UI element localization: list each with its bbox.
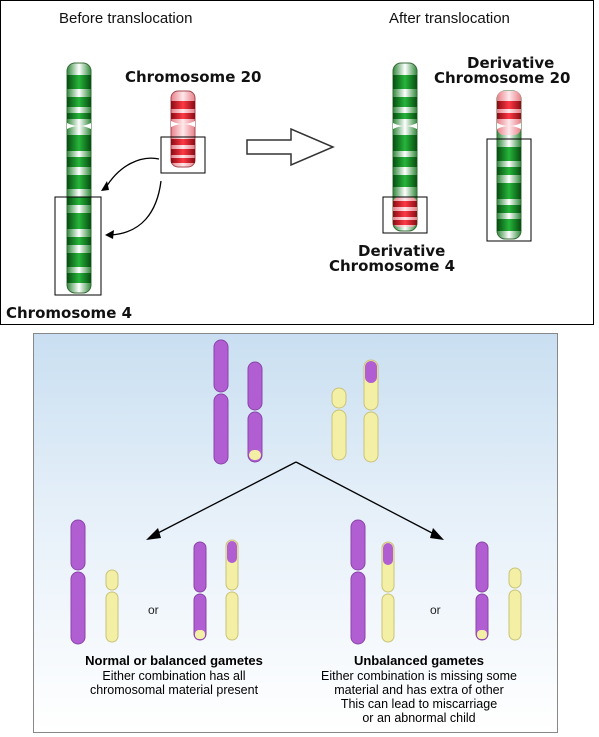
derivative-4-label-line1: Derivative xyxy=(358,242,445,260)
chromosome-20 xyxy=(170,90,196,168)
parent-chromosomes xyxy=(213,339,379,465)
derivative-20-label-line1: Derivative xyxy=(467,54,554,72)
arrow-20-to-4 xyxy=(104,157,160,190)
arrow-to-balanced xyxy=(155,461,297,535)
balanced-gametes-line2: chromosomal material present xyxy=(90,683,259,697)
arrow-4-to-20 xyxy=(110,180,162,236)
or-text-balanced: or xyxy=(148,603,159,617)
after-translocation-title: After translocation xyxy=(389,10,510,27)
balanced-gamete-1 xyxy=(70,519,119,645)
gametes-panel: or or Normal or balanced gam xyxy=(33,333,558,733)
derivative-20-label-line2: Chromosome 20 xyxy=(434,69,570,87)
unbalanced-gamete-1 xyxy=(350,519,395,645)
unbalanced-gametes-line2: material and has extra of other xyxy=(334,683,504,697)
gametes-diagram: or or Normal or balanced gam xyxy=(70,339,522,725)
der20-segment-box xyxy=(486,138,532,242)
balanced-gamete-2 xyxy=(193,539,239,641)
chr20-segment-box xyxy=(160,136,206,174)
derivative-chromosome-4 xyxy=(392,62,418,232)
chromosome-20-label: Chromosome 20 xyxy=(125,68,261,86)
chromosome-4-label: Chromosome 4 xyxy=(6,304,132,322)
or-text-unbalanced: or xyxy=(430,603,441,617)
before-translocation-title: Before translocation xyxy=(59,10,192,27)
derivative-chromosome-20 xyxy=(496,90,522,240)
unbalanced-gametes-line1: Either combination is missing some xyxy=(321,669,517,683)
chromosome-4 xyxy=(66,62,92,294)
translocation-panel: Before translocation After translocation xyxy=(0,0,594,325)
translocation-arrow xyxy=(246,127,335,167)
unbalanced-gametes-line4: or an abnormal child xyxy=(362,711,475,725)
balanced-gametes-line1: Either combination has all xyxy=(102,669,245,683)
derivative-4-label-line2: Chromosome 4 xyxy=(329,257,455,275)
der4-segment-box xyxy=(382,196,428,234)
unbalanced-gametes-title: Unbalanced gametes xyxy=(354,653,484,668)
chr4-segment-box xyxy=(54,196,102,296)
translocation-diagram: Before translocation After translocation xyxy=(6,10,570,322)
arrow-to-unbalanced xyxy=(295,461,435,535)
unbalanced-gametes-line3: This can lead to miscarriage xyxy=(341,697,497,711)
balanced-gametes-title: Normal or balanced gametes xyxy=(85,653,263,668)
unbalanced-gamete-2 xyxy=(475,541,522,641)
